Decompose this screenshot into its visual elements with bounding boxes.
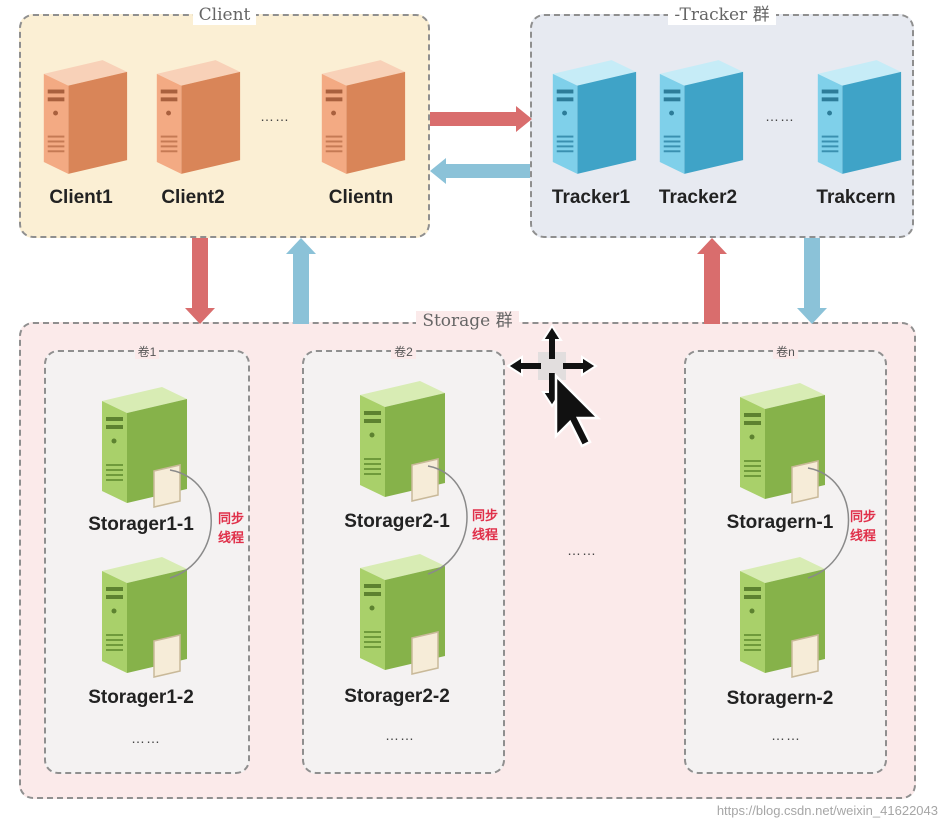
client-to-storage-arrow: [185, 238, 215, 324]
client-group-title: Client: [21, 5, 428, 25]
storager2-2-label: Storager2-2: [344, 686, 450, 707]
volume-n-ellipsis: ……: [771, 727, 801, 743]
client-ellipsis: ……: [260, 108, 290, 124]
move-cursor-icon: [506, 324, 602, 448]
volume-1-sync-curve: [169, 469, 212, 579]
storager1-2-label: Storager1-2: [88, 687, 194, 708]
storagern-1-label: Storagern-1: [726, 512, 834, 533]
volume-1-ellipsis: ……: [131, 730, 161, 746]
tracker-to-client-arrow: [430, 158, 530, 184]
volume-n-sync-label: 同步线程: [849, 509, 876, 543]
storage-to-client-arrow: [286, 238, 316, 324]
storagern-2-label: Storagern-2: [726, 688, 834, 709]
volume-2-ellipsis: ……: [385, 727, 415, 743]
storager1-1-label: Storager1-1: [88, 514, 194, 535]
volume-n-title: 卷n: [686, 343, 885, 360]
tracker1-label: Tracker1: [551, 187, 631, 208]
storage-group-title: Storage 群: [21, 311, 914, 331]
tracker-group-title: -Tracker 群: [532, 5, 912, 25]
client1-label: Client1: [49, 187, 113, 208]
storager2-1-label: Storager2-1: [344, 511, 450, 532]
volume-2-sync-curve: [427, 465, 468, 575]
trackern-label: Trakcern: [816, 187, 896, 208]
volume-1-sync-label: 同步线程: [217, 511, 244, 545]
client-to-tracker-arrow: [430, 106, 532, 132]
storage-middle-ellipsis: ……: [567, 542, 597, 558]
watermark: https://blog.csdn.net/weixin_41622043: [716, 803, 938, 818]
volume-2-title: 卷2: [304, 343, 503, 360]
clientn-label: Clientn: [328, 187, 394, 208]
volume-1-title: 卷1: [46, 343, 248, 360]
storage-to-tracker-arrow: [697, 238, 727, 324]
tracker2-label: Tracker2: [658, 187, 738, 208]
tracker-to-storage-arrow: [797, 238, 827, 324]
tracker-ellipsis: ……: [765, 108, 795, 124]
volume-2-sync-label: 同步线程: [471, 508, 498, 542]
volume-n-sync-curve: [807, 467, 850, 579]
client2-label: Client2: [161, 187, 225, 208]
